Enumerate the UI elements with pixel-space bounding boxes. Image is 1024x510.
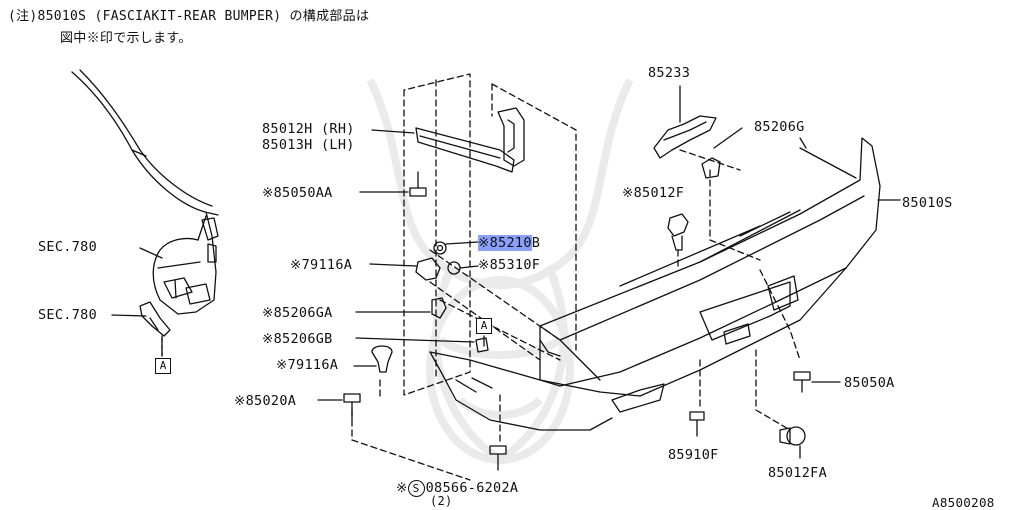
label-08566-number: 08566-6202A bbox=[425, 480, 519, 496]
label-85012f[interactable]: ※85012F bbox=[622, 185, 685, 201]
label-08566-prefix: ※ bbox=[396, 480, 408, 496]
screw-circle-icon: S bbox=[407, 480, 425, 497]
label-85206ga[interactable]: ※85206GA bbox=[262, 305, 333, 321]
label-85310f[interactable]: ※85310F bbox=[478, 257, 541, 273]
highlighted-part-85210[interactable]: ※85210 bbox=[478, 235, 532, 251]
label-85020a[interactable]: ※85020A bbox=[234, 393, 297, 409]
85012f-retainer bbox=[668, 214, 688, 250]
reinforcement-bar bbox=[372, 108, 524, 172]
label-79116a-lower[interactable]: ※79116A bbox=[276, 357, 339, 373]
85206g-clip bbox=[702, 128, 742, 178]
quarter-panel bbox=[72, 70, 218, 314]
label-85210-suffix: B bbox=[531, 235, 541, 251]
label-85050aa[interactable]: ※85050AA bbox=[262, 185, 333, 201]
label-08566-qty: (2) bbox=[430, 494, 453, 508]
label-85910f[interactable]: 85910F bbox=[668, 447, 719, 463]
diagram-id: A8500208 bbox=[932, 495, 995, 510]
bumper-fascia bbox=[430, 138, 880, 430]
ref-marker-a-center: A bbox=[476, 318, 492, 334]
85233-bracket bbox=[654, 86, 716, 158]
watermark-emblem bbox=[330, 40, 670, 510]
ref-marker-a-left: A bbox=[155, 358, 171, 374]
label-85233[interactable]: 85233 bbox=[648, 65, 691, 81]
label-79116a-upper[interactable]: ※79116A bbox=[290, 257, 353, 273]
label-85210[interactable]: ※85210B bbox=[478, 235, 541, 251]
fasteners-right bbox=[690, 200, 900, 458]
fasteners-left bbox=[318, 172, 506, 470]
note-line-2: 図中※印で示します。 bbox=[60, 31, 192, 46]
label-85206g[interactable]: 85206G bbox=[754, 119, 805, 135]
note-line-1: (注)85010S (FASCIAKIT-REAR BUMPER) の構成部品は bbox=[8, 9, 370, 24]
label-85206gb[interactable]: ※85206GB bbox=[262, 331, 333, 347]
label-85010s[interactable]: 85010S bbox=[902, 195, 953, 211]
label-sec780-lower[interactable]: SEC.780 bbox=[38, 307, 97, 323]
fender-bracket bbox=[140, 302, 170, 358]
label-85050a[interactable]: 85050A bbox=[844, 375, 895, 391]
label-sec780-upper[interactable]: SEC.780 bbox=[38, 239, 97, 255]
label-85013h[interactable]: 85013H (LH) bbox=[262, 137, 355, 153]
label-85012h[interactable]: 85012H (RH) bbox=[262, 121, 355, 137]
label-85012fa[interactable]: 85012FA bbox=[768, 465, 827, 481]
